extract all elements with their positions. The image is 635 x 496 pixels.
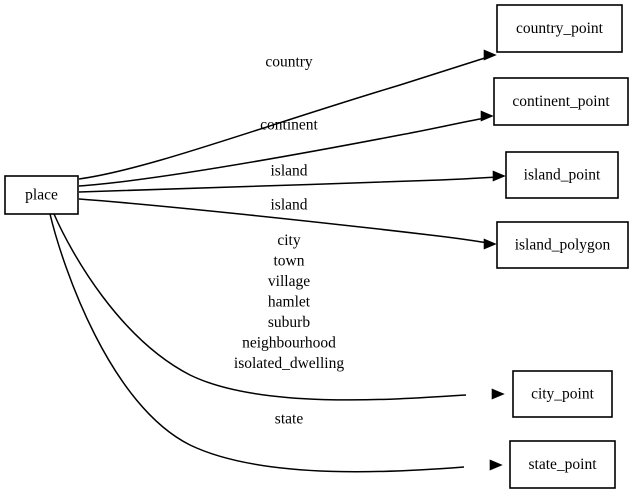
node-label-continent_point: continent_point	[512, 93, 610, 110]
node-box-continent_point[interactable]	[493, 77, 629, 126]
edge-label-line: island	[270, 163, 307, 180]
edge-place-state_point	[49, 213, 503, 473]
node-box-country_point[interactable]	[496, 4, 623, 53]
edge-line-place-continent_point	[78, 117, 486, 187]
edge-label-line: isolated_dwelling	[234, 355, 344, 372]
node-box-island_point[interactable]	[505, 151, 619, 199]
node-continent_point[interactable]: continent_point	[493, 77, 629, 126]
node-box-island_polygon[interactable]	[496, 221, 629, 269]
edge-line-place-island_point	[78, 176, 498, 193]
arrowhead-state_point	[489, 459, 503, 471]
arrowhead-island_polygon	[483, 238, 497, 250]
edge-label-line: city	[277, 232, 300, 249]
edge-label-line: neighbourhood	[242, 335, 336, 352]
edge-label-place-island_point: island	[270, 163, 307, 180]
node-box-city_point[interactable]	[512, 370, 613, 418]
edge-label-place-country_point: country	[265, 54, 313, 71]
edge-label-line: suburb	[268, 314, 310, 331]
nodes-layer: place country_point continent_point island_…	[4, 4, 629, 489]
edge-label-line: country	[265, 54, 313, 71]
edge-label-line: village	[268, 273, 310, 290]
node-label-island_point: island_point	[524, 167, 601, 184]
node-label-city_point: city_point	[531, 386, 595, 403]
edge-label-place-state_point: state	[275, 411, 304, 428]
node-city_point[interactable]: city_point	[512, 370, 613, 418]
node-box-state_point[interactable]	[509, 440, 616, 489]
edge-labels-layer: country continent island island city town vill…	[234, 54, 344, 428]
edge-label-place-city_point: city town village hamlet suburb neighbourhood…	[234, 232, 344, 372]
node-place[interactable]: place	[4, 175, 79, 215]
node-state_point[interactable]: state_point	[509, 440, 616, 489]
node-label-place: place	[25, 187, 58, 204]
node-label-island_polygon: island_polygon	[515, 237, 611, 254]
edge-place-island_point	[78, 170, 506, 193]
edge-place-continent_point	[78, 110, 494, 187]
edge-label-place-continent_point: continent	[260, 117, 318, 134]
edge-line-place-state_point	[49, 213, 465, 473]
node-box-place[interactable]	[4, 175, 79, 215]
node-label-country_point: country_point	[516, 20, 604, 37]
edge-place-country_point	[78, 49, 497, 180]
node-island_point[interactable]: island_point	[505, 151, 619, 199]
arrowhead-city_point	[491, 388, 505, 400]
edge-line-place-city_point	[53, 213, 467, 401]
arrowhead-continent_point	[480, 110, 494, 122]
edge-label-line: town	[274, 253, 305, 270]
edge-label-line: hamlet	[268, 294, 311, 311]
node-island_polygon[interactable]: island_polygon	[496, 221, 629, 269]
edge-line-place-country_point	[78, 56, 489, 180]
edge-place-city_point	[53, 213, 505, 401]
arrowhead-country_point	[483, 49, 497, 61]
node-country_point[interactable]: country_point	[496, 4, 623, 53]
edge-line-place-island_polygon	[78, 198, 489, 244]
edge-label-line: continent	[260, 117, 318, 134]
node-label-state_point: state_point	[528, 456, 597, 473]
edges-layer	[49, 49, 506, 473]
edge-label-line: island	[270, 197, 307, 214]
edge-label-line: state	[275, 411, 304, 428]
edge-label-place-island_polygon: island	[270, 197, 307, 214]
arrowhead-island_point	[492, 170, 506, 182]
edge-place-island_polygon	[78, 198, 497, 250]
